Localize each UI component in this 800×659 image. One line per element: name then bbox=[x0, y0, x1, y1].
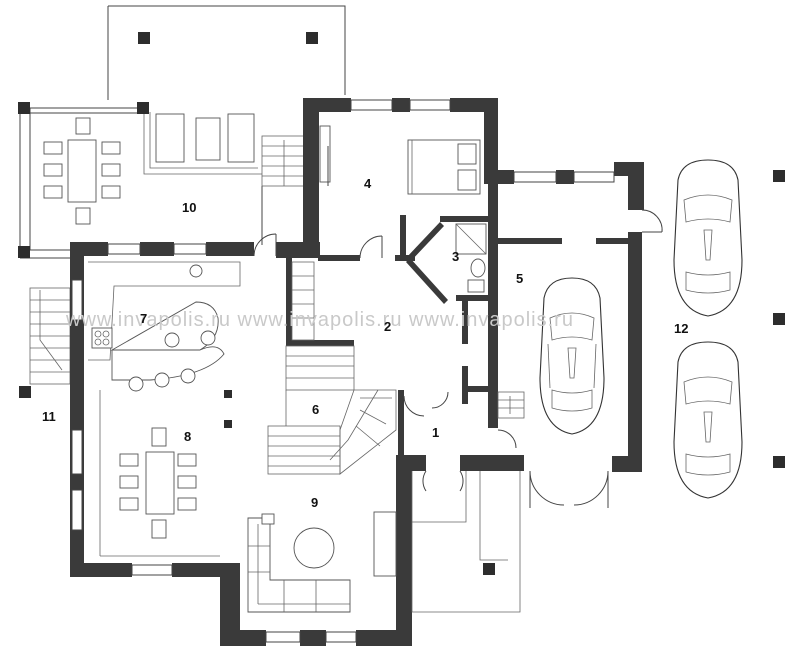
pillar bbox=[224, 420, 232, 428]
room-label: 5 bbox=[516, 271, 523, 286]
room-label: 3 bbox=[452, 249, 459, 264]
room-label: 1 bbox=[432, 425, 439, 440]
terrace-dining-set bbox=[43, 117, 121, 225]
wardrobe bbox=[319, 125, 331, 183]
entrance-porch bbox=[411, 471, 521, 613]
terrace-column bbox=[306, 32, 318, 44]
bed bbox=[407, 139, 481, 195]
terrace-column bbox=[137, 102, 149, 114]
doors bbox=[253, 209, 663, 508]
room-label: 11 bbox=[42, 409, 56, 424]
parking-column bbox=[773, 313, 785, 325]
windows bbox=[71, 99, 615, 643]
parking-car-1 bbox=[673, 159, 743, 317]
terrace-column bbox=[18, 102, 30, 114]
room-label: 4 bbox=[364, 176, 372, 191]
interior-walls bbox=[286, 215, 628, 458]
terrace-steps bbox=[261, 135, 305, 187]
terrace-lounge bbox=[155, 113, 255, 163]
room-label: 7 bbox=[140, 311, 147, 326]
room-label: 2 bbox=[384, 319, 391, 334]
parking-car-2 bbox=[673, 341, 743, 499]
bathroom-fixtures bbox=[455, 223, 487, 293]
exterior-walls bbox=[70, 98, 644, 646]
watermark: www.invapolis.ru www.invapolis.ru www.in… bbox=[65, 309, 574, 331]
room-label: 12 bbox=[674, 321, 688, 336]
dining-set bbox=[119, 427, 197, 539]
porch-column bbox=[483, 563, 495, 575]
closet-shelves bbox=[291, 261, 315, 341]
room-label: 8 bbox=[184, 429, 191, 444]
exterior-stair bbox=[29, 287, 71, 385]
coffee-table bbox=[293, 527, 335, 569]
parking-column bbox=[773, 170, 785, 182]
garage-car bbox=[539, 277, 605, 435]
entrance-steps bbox=[497, 391, 525, 419]
room-label: 6 bbox=[312, 402, 319, 417]
room-label: 9 bbox=[311, 495, 318, 510]
room-label: 10 bbox=[182, 200, 196, 215]
stair-column bbox=[19, 386, 31, 398]
kitchen bbox=[88, 261, 241, 392]
pillar bbox=[224, 390, 232, 398]
terrace-column bbox=[18, 246, 30, 258]
sofa bbox=[247, 513, 351, 613]
tv-stand bbox=[373, 511, 397, 577]
main-stair bbox=[267, 345, 397, 475]
terrace-column bbox=[138, 32, 150, 44]
parking-column bbox=[773, 456, 785, 468]
